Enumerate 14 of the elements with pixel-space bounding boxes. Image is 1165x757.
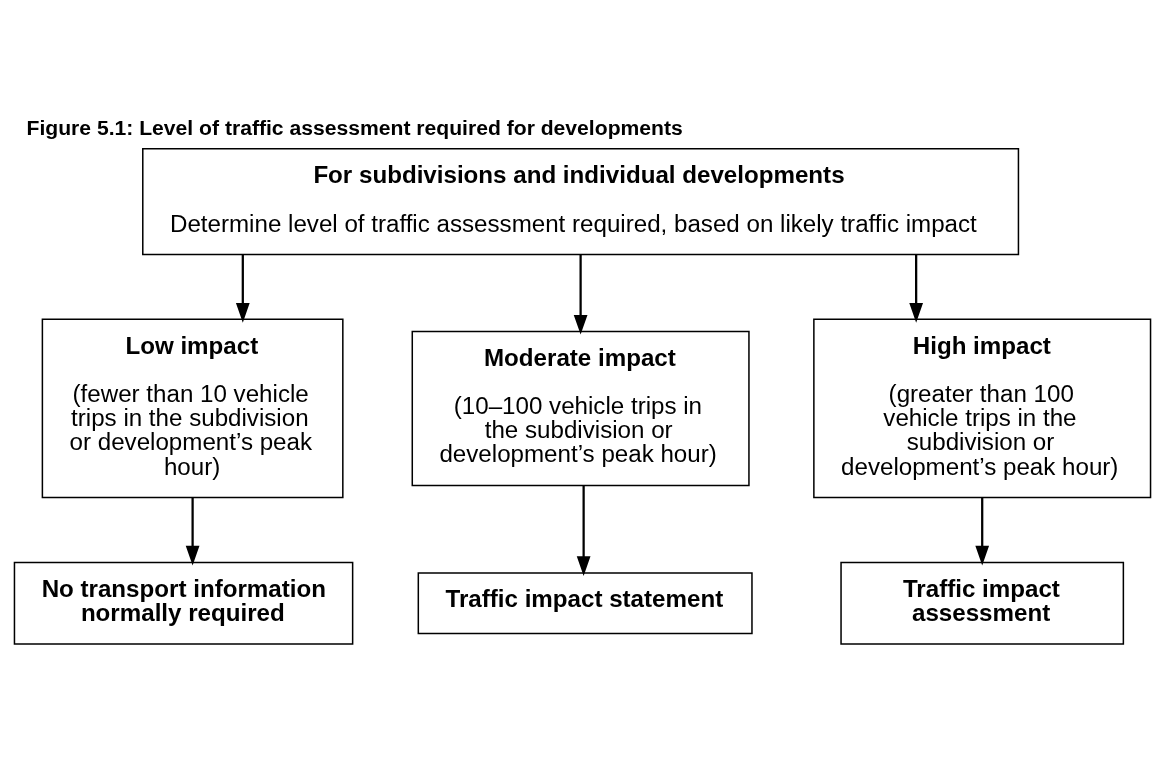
arrow [576, 485, 591, 576]
arrow [909, 254, 924, 323]
arrow [185, 497, 200, 565]
node-box: Low impact (fewer than 10 vehicle trips in the subdivision or development’s peak hour) [41, 318, 344, 498]
diagram-title: Figure 5.1: Level of traffic assessment required for developments [26, 115, 683, 139]
arrow [235, 254, 250, 323]
node-box: Traffic impact statement [417, 571, 753, 634]
node-box: Moderate impact (10–100 vehicle trips in the subdivision or development’s peak hour) [411, 330, 750, 486]
node-box: No transport information normally required [13, 561, 354, 645]
node-box: For subdivisions and individual developments Determine level of traffic assessment required, based on likely traffic impact [142, 147, 1020, 255]
node-box: High impact (greater than 100 vehicle trips in the subdivision or development’s peak hour) [813, 318, 1152, 498]
arrow [975, 497, 990, 565]
arrow [573, 254, 588, 335]
node-box: Traffic impact assessment [840, 561, 1125, 645]
